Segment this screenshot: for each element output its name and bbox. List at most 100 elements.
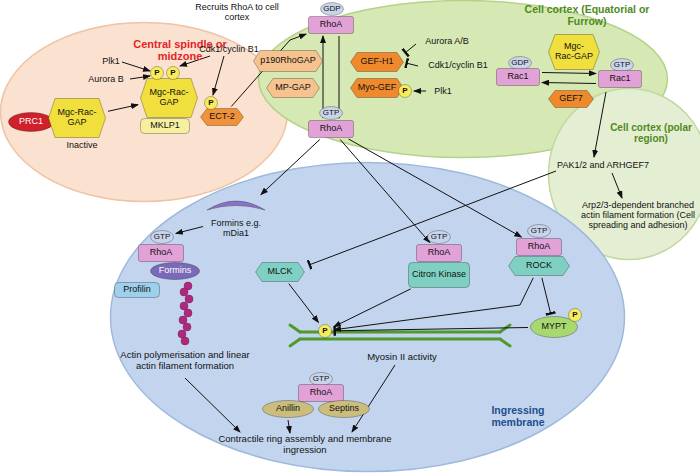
gtpase-box: RhoA	[308, 16, 354, 34]
nucleotide-circle-shape	[151, 231, 174, 244]
protein-hexagon: ECT-2	[200, 108, 244, 126]
gtpase-box: RhoA	[298, 384, 344, 402]
phospho-circle-shape	[167, 67, 180, 80]
node-label: ROCK	[526, 261, 552, 271]
protein-box-shape	[141, 119, 190, 134]
protein-ellipse: PRC1	[8, 112, 54, 132]
kinase-hexagon: ROCK	[508, 256, 570, 276]
node-label: MKLP1	[150, 121, 180, 131]
nucleotide-circle: GTP	[309, 372, 333, 386]
profilin-box: Profilin	[114, 282, 160, 298]
protein-hexagon: Mgc-Rac-GAP	[48, 98, 106, 138]
scaffold-ellipse: Anillin	[262, 400, 314, 418]
node-label: GTP	[431, 233, 447, 242]
gap-hexagon: MP-GAP	[266, 78, 320, 98]
polar-cortex-region: Cell cortex (polar region)	[548, 88, 700, 260]
actin-bead	[179, 316, 187, 324]
node-label: RhoA	[428, 248, 451, 258]
node-label: GEF-H1	[360, 57, 393, 67]
annotation-label: Arp2/3-dependent branched actin filament…	[580, 200, 696, 230]
node-label: GEF7	[559, 94, 583, 104]
annotation-label: Aurora A/B	[416, 36, 478, 46]
nucleotide-circle-shape	[428, 231, 451, 244]
actin-bead	[185, 295, 193, 303]
node-label: Formins	[159, 266, 192, 276]
gtpase-box-shape	[497, 69, 540, 86]
annotation-label: Aurora B	[82, 74, 130, 84]
annotation-label: PAK1/2 and ARHGEF7	[548, 160, 658, 170]
gtpase-box-shape	[309, 121, 354, 138]
phospho-circle: P	[150, 66, 164, 80]
phospho-circle-shape	[205, 97, 218, 110]
gtpase-box: Rac1	[598, 70, 642, 88]
gap-hexagon-shape	[254, 51, 323, 72]
node-label: RhoA	[320, 124, 343, 134]
formin-crescent: Formins e.g. mDia1	[205, 196, 267, 240]
actin-bead	[181, 337, 189, 345]
region-title: Cell cortex (polar region)	[606, 122, 696, 144]
protein-hexagon-shape	[201, 109, 244, 126]
scaffold-ellipse-shape	[263, 401, 314, 418]
midzone-region-shape	[1, 23, 288, 202]
node-label: MP-GAP	[275, 83, 311, 93]
phospho-circle-shape	[319, 325, 332, 338]
formin-crescent-shape	[207, 201, 265, 210]
node-label: P	[154, 69, 159, 78]
furrow-cortex-region: Cell cortex (Equatorial or Furrow)GDPRho…	[258, 0, 668, 158]
gtpase-box: Rac1	[496, 68, 540, 86]
node-label: RhoA	[150, 248, 173, 258]
node-label: MLCK	[267, 267, 292, 277]
phospho-circle: P	[398, 84, 412, 98]
nucleotide-circle: GTP	[610, 58, 634, 72]
annotation-label: Cdk1/cyclin B1	[190, 44, 268, 54]
gef-hexagon: GEF7	[548, 90, 594, 108]
gtpase-box-shape	[309, 17, 354, 34]
protein-hexagon-shape	[141, 79, 198, 118]
polar-cortex-region-outline	[548, 88, 700, 260]
nucleotide-circle: GDP	[320, 2, 344, 16]
nucleotide-circle: GTP	[150, 230, 174, 244]
phospho-circle-shape	[399, 85, 412, 98]
nucleotide-circle: GTP	[319, 106, 343, 120]
annotation-label: Cdk1/cyclin B1	[420, 60, 496, 70]
protein-hexagon: Mgc-Rac-GAP	[140, 78, 198, 118]
ingressing-membrane-region: Ingressing membraneFormins e.g. mDia1GTP…	[110, 162, 625, 472]
nucleotide-circle-shape	[528, 225, 551, 238]
node-label: GTP	[614, 61, 630, 70]
node-label: P	[572, 311, 577, 320]
actin-bead	[180, 302, 188, 310]
node-label: Formins e.g. mDia1	[206, 219, 266, 239]
node-label: ECT-2	[209, 112, 235, 122]
gtpase-box-shape	[417, 245, 462, 262]
actin-bead	[183, 323, 191, 331]
node-label: GDP	[323, 5, 340, 14]
kinase-hexagon: MLCK	[255, 262, 305, 282]
gtpase-box-shape	[139, 245, 184, 262]
node-label: RhoA	[528, 242, 551, 252]
gtpase-box-shape	[517, 239, 562, 256]
gef-hexagon-shape	[351, 79, 404, 98]
gtpase-box-shape	[299, 385, 344, 402]
node-label: Myo-GEF	[358, 83, 397, 93]
kinase-arrow	[414, 91, 426, 92]
protein-hexagon: Mgc-Rac-GAP	[548, 34, 600, 70]
kinase-box-shape	[409, 263, 470, 288]
myosin-strand	[300, 338, 500, 341]
node-label: GTP	[154, 233, 170, 242]
gap-hexagon-shape	[267, 79, 320, 98]
phospho-circle: P	[204, 96, 218, 110]
node-label: Rac1	[609, 74, 630, 84]
node-label: PRC1	[19, 117, 43, 127]
node-label: p190RhoGAP	[260, 56, 316, 66]
node-label: MYPT	[541, 322, 566, 332]
node-label: P	[208, 99, 213, 108]
gef-hexagon-shape	[351, 53, 404, 72]
phospho-circle: P	[568, 308, 582, 322]
protein-ellipse-shape	[9, 113, 54, 132]
node-label: P	[322, 327, 327, 336]
gtpase-box: RhoA	[308, 120, 354, 138]
nucleotide-circle-shape	[320, 107, 343, 120]
node-label: RhoA	[310, 388, 333, 398]
nucleotide-circle: GDP	[508, 56, 532, 70]
node-label: GDP	[511, 59, 528, 68]
